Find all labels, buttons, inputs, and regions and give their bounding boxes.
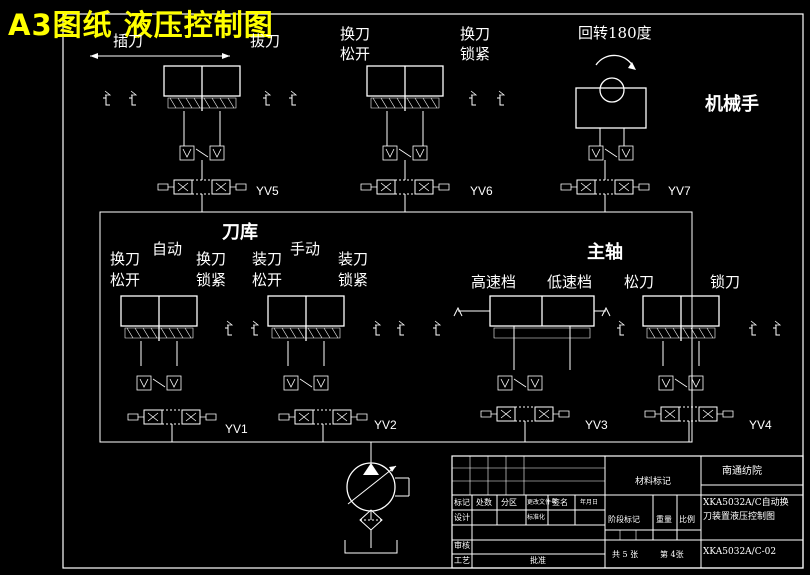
valve-label-yv4: YV4 [749, 418, 772, 432]
valve-label-yv2: YV2 [374, 418, 397, 432]
valve-label-yv7: YV7 [668, 184, 691, 198]
label-spindle: 主轴 [587, 242, 623, 263]
label-clamp: 锁紧 [460, 45, 491, 63]
tb-sign: 签名 [552, 498, 568, 507]
cylinder-m2 [267, 295, 345, 367]
cylinder-tool-clamp [366, 65, 444, 137]
label-pull: 拔刀 [250, 32, 281, 50]
tb-drawing-name-2: 刀装置液压控制图 [703, 512, 776, 522]
label-high-speed: 高速档 [471, 273, 517, 291]
tb-drawing-no: XKA5032A/C-02 [703, 547, 777, 557]
tb-sheet-no: 第 4张 [660, 550, 684, 559]
title-block [451, 455, 804, 569]
tb-drawing-name-1: XKA5032A/C自动换 [703, 498, 789, 508]
label-loosen-tool: 松刀 [624, 273, 655, 291]
label-m1-a: 换刀 [110, 250, 141, 268]
cylinder-spindle-gear [453, 295, 611, 370]
tb-approve: 批准 [530, 556, 546, 565]
tb-design: 设计 [454, 513, 470, 522]
tb-standard: 标准化 [527, 514, 546, 521]
label-m3-b: 松开 [252, 271, 283, 289]
label-tool-change-a: 换刀 [340, 25, 371, 43]
bottom-checks [136, 375, 704, 391]
tb-scale: 比例 [679, 515, 695, 524]
tb-date: 年月日 [580, 499, 599, 506]
hydraulic-pump [344, 442, 410, 554]
rotary-actuator [575, 54, 647, 140]
label-m4-b: 锁紧 [338, 271, 369, 289]
cylinder-tool-lock [642, 295, 720, 367]
cylinder-m1 [120, 295, 198, 367]
tb-process: 工艺 [454, 556, 470, 565]
tb-mark: 标记 [454, 498, 470, 507]
tb-stage-mark: 阶段标记 [608, 515, 640, 524]
tb-zone: 分区 [501, 498, 517, 507]
label-m4-a: 装刀 [338, 250, 369, 268]
valve-label-yv6: YV6 [470, 184, 493, 198]
label-manual: 手动 [290, 240, 321, 258]
bottom-valves [127, 406, 734, 436]
drawing-title: A3图纸 液压控制图 [8, 8, 274, 42]
label-insert: 插刀 [113, 32, 144, 50]
valve-label-yv5: YV5 [256, 184, 279, 198]
label-m2-a: 换刀 [196, 250, 227, 268]
tb-material: 材料标记 [635, 477, 672, 487]
tb-sheets: 共 5 张 [612, 550, 639, 559]
label-lock-tool: 锁刀 [710, 273, 741, 291]
label-loosen: 松开 [340, 45, 371, 63]
label-tool-change-b: 换刀 [460, 25, 491, 43]
label-low-speed: 低速档 [547, 273, 593, 291]
valve-label-yv1: YV1 [225, 422, 248, 436]
label-manipulator: 机械手 [705, 94, 759, 115]
tb-weight: 重量 [656, 515, 672, 524]
valve-label-yv3: YV3 [585, 418, 608, 432]
tb-school: 南通纺院 [722, 466, 762, 477]
label-m3-a: 装刀 [252, 250, 283, 268]
label-m1-b: 松开 [110, 271, 141, 289]
tb-count: 处数 [476, 498, 492, 507]
cylinder-insert-pull [163, 65, 241, 137]
top-checks [179, 145, 634, 161]
label-auto: 自动 [152, 240, 183, 258]
tb-review: 审核 [454, 541, 470, 550]
label-m2-b: 锁紧 [196, 271, 227, 289]
label-rotate: 回转180度 [578, 24, 652, 42]
tb-change-doc: 更改文件号 [527, 499, 558, 506]
limit-switches-top [102, 90, 505, 106]
label-tool-magazine: 刀库 [222, 222, 258, 243]
top-valves [157, 179, 650, 206]
